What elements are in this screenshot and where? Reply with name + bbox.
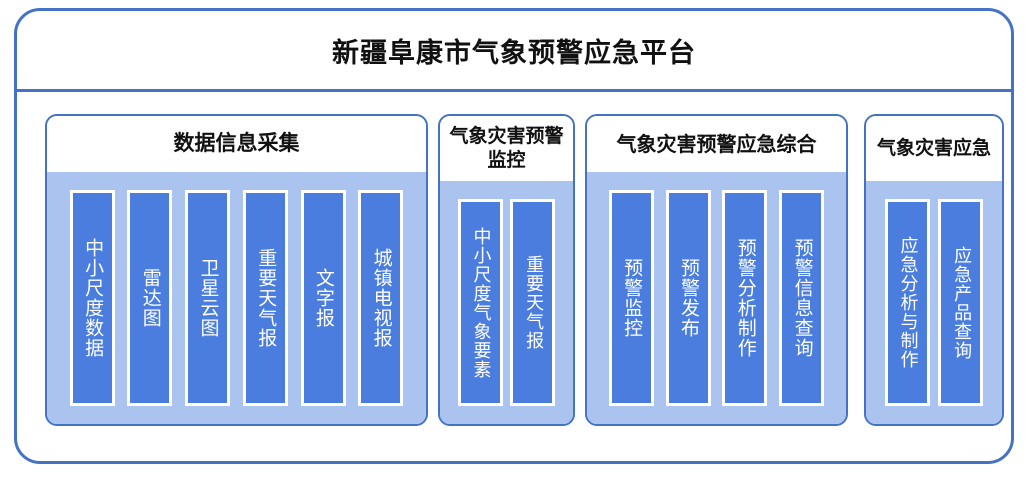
- item-box[interactable]: 中小尺度数据: [69, 190, 115, 406]
- group-items: 预警监控 预警发布 预警分析制作 预警信息查询: [587, 172, 846, 424]
- group-title: 气象灾害应急: [866, 116, 1002, 181]
- page-title: 新疆阜康市气象预警应急平台: [332, 37, 696, 69]
- item-box[interactable]: 文字报: [300, 190, 346, 406]
- item-box[interactable]: 重要天气报: [510, 199, 556, 406]
- group-title: 气象灾害预警应急综合: [587, 116, 846, 172]
- group-comprehensive-warning-emergency[interactable]: 气象灾害预警应急综合 预警监控 预警发布 预警分析制作 预警信息查询: [585, 114, 848, 426]
- group-items: 应急分析与制作 应急产品查询: [866, 181, 1002, 424]
- item-box[interactable]: 应急分析与制作: [884, 199, 930, 406]
- item-box[interactable]: 重要天气报: [242, 190, 288, 406]
- item-box[interactable]: 雷达图: [127, 190, 173, 406]
- group-items: 中小尺度数据 雷达图 卫星云图 重要天气报 文字报 城镇电视报: [47, 172, 426, 424]
- group-items: 中小尺度气象要素 重要天气报: [440, 181, 573, 424]
- item-box[interactable]: 预警发布: [665, 190, 711, 406]
- group-hazard-warning-monitoring[interactable]: 气象灾害预警监控 中小尺度气象要素 重要天气报: [438, 114, 575, 426]
- item-box[interactable]: 应急产品查询: [938, 199, 984, 406]
- item-box[interactable]: 中小尺度气象要素: [457, 199, 503, 406]
- group-title: 气象灾害预警监控: [440, 116, 573, 181]
- groups-area: 数据信息采集 中小尺度数据 雷达图 卫星云图 重要天气报 文字报 城镇电视报 气…: [17, 92, 1011, 461]
- platform-frame: 新疆阜康市气象预警应急平台 数据信息采集 中小尺度数据 雷达图 卫星云图 重要天…: [14, 8, 1014, 464]
- item-box[interactable]: 预警分析制作: [722, 190, 768, 406]
- group-title: 数据信息采集: [47, 116, 426, 172]
- platform-title-bar: 新疆阜康市气象预警应急平台: [17, 11, 1011, 92]
- group-hazard-emergency[interactable]: 气象灾害应急 应急分析与制作 应急产品查询: [864, 114, 1004, 426]
- group-data-collection[interactable]: 数据信息采集 中小尺度数据 雷达图 卫星云图 重要天气报 文字报 城镇电视报: [45, 114, 428, 426]
- item-box[interactable]: 卫星云图: [185, 190, 231, 406]
- item-box[interactable]: 城镇电视报: [358, 190, 404, 406]
- item-box[interactable]: 预警监控: [608, 190, 654, 406]
- item-box[interactable]: 预警信息查询: [779, 190, 825, 406]
